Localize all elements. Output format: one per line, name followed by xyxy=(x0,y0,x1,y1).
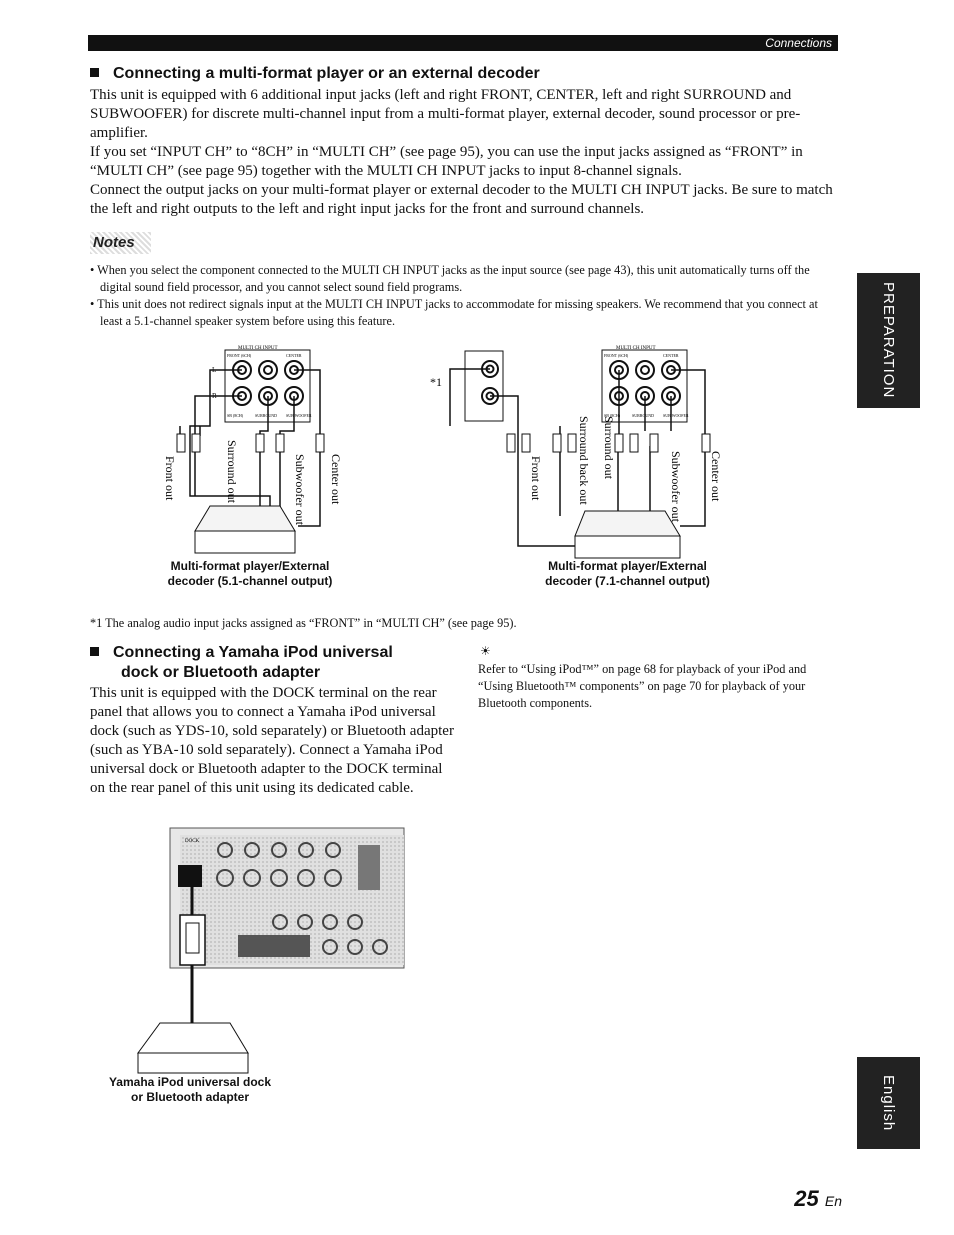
svg-text:SB (8CH): SB (8CH) xyxy=(604,413,621,418)
rca-plugs-7-1 xyxy=(506,433,711,453)
svg-text:FRONT (6CH): FRONT (6CH) xyxy=(604,353,629,358)
svg-text:MULTI CH INPUT: MULTI CH INPUT xyxy=(238,346,278,351)
rca-plugs-5-1 xyxy=(176,433,325,453)
front-jack-box: *1 xyxy=(430,350,504,422)
dock-adapter-box xyxy=(137,1022,249,1074)
dock-caption: Yamaha iPod universal dock or Bluetooth … xyxy=(108,1075,272,1104)
svg-text:CENTER: CENTER xyxy=(663,353,679,358)
note-item: • This unit does not redirect signals in… xyxy=(90,297,818,328)
label-center-out: Center out xyxy=(709,451,723,502)
label-center-out: Center out xyxy=(329,454,343,505)
label-front-out: Front out xyxy=(163,456,177,501)
svg-text:FRONT (6CH): FRONT (6CH) xyxy=(227,353,252,358)
rear-panel: DOCK xyxy=(169,827,405,969)
section-label: Connections xyxy=(765,36,832,50)
tip-icon: ☀ xyxy=(480,644,491,658)
decoder-box-5-1 xyxy=(194,505,296,554)
section1-title: Connecting a multi-format player or an e… xyxy=(113,65,540,82)
header-bar: Connections xyxy=(88,35,838,51)
svg-text:*1: *1 xyxy=(430,375,442,389)
svg-text:CENTER: CENTER xyxy=(286,353,302,358)
label-front-out: Front out xyxy=(529,456,543,501)
svg-text:SUB WOOFER: SUB WOOFER xyxy=(663,413,689,418)
dock-diagram: DOCK xyxy=(137,827,405,1074)
caption-7-1: Multi-format player/External decoder (7.… xyxy=(545,559,710,588)
output-labels-7-1: Front out Surround back out Surround out… xyxy=(529,416,723,523)
label-surround-back-out: Surround back out xyxy=(577,416,591,505)
section1-paragraph-3: Connect the output jacks on your multi-f… xyxy=(90,182,833,217)
decoder-box-7-1 xyxy=(574,510,681,559)
notes-list: • When you select the component connecte… xyxy=(90,262,835,330)
svg-text:MULTI CH INPUT: MULTI CH INPUT xyxy=(616,346,656,351)
footnote: *1 The analog audio input jacks assigned… xyxy=(90,616,517,630)
section2-heading: Connecting a Yamaha iPod universal dock … xyxy=(90,643,450,683)
svg-text:SUB WOOFER: SUB WOOFER xyxy=(286,413,312,418)
tab-preparation[interactable]: PREPARATION xyxy=(857,273,920,408)
note-item: • When you select the component connecte… xyxy=(90,263,810,294)
output-labels-5-1: Front out Surround out Subwoofer out Cen… xyxy=(163,440,343,526)
label-surround-out: Surround out xyxy=(602,416,616,480)
caption-5-1: Multi-format player/External decoder (5.… xyxy=(167,559,333,588)
svg-text:SURROUND: SURROUND xyxy=(255,413,277,418)
notes-heading: Notes xyxy=(90,232,151,254)
connection-diagram: MULTI CH INPUT FRONT (6CH) CENTER SB (8C… xyxy=(163,346,723,559)
tip-text: Refer to “Using iPod™” on page 68 for pl… xyxy=(478,662,807,710)
svg-text:SB (8CH): SB (8CH) xyxy=(227,413,244,418)
section1-paragraph-2: If you set “INPUT CH” to “8CH” in “MULTI… xyxy=(90,144,803,179)
page-number: 25 En xyxy=(794,1186,842,1211)
tab-english[interactable]: English xyxy=(857,1057,920,1149)
dock-cable xyxy=(179,887,206,1023)
label-surround-out: Surround out xyxy=(225,440,239,504)
section1-paragraph-1: This unit is equipped with 6 additional … xyxy=(90,87,801,141)
svg-text:DOCK: DOCK xyxy=(185,839,200,844)
section2-body: This unit is equipped with the DOCK term… xyxy=(90,685,454,796)
section1-heading: Connecting a multi-format player or an e… xyxy=(90,64,540,84)
multi-ch-input-panel-5-1: MULTI CH INPUT FRONT (6CH) CENTER SB (8C… xyxy=(212,346,312,423)
bullet-square-icon xyxy=(90,68,99,77)
label-subwoofer-out: Subwoofer out xyxy=(669,451,683,523)
svg-text:SURROUND: SURROUND xyxy=(632,413,654,418)
label-subwoofer-out: Subwoofer out xyxy=(293,454,307,526)
bullet-square-icon xyxy=(90,647,99,656)
